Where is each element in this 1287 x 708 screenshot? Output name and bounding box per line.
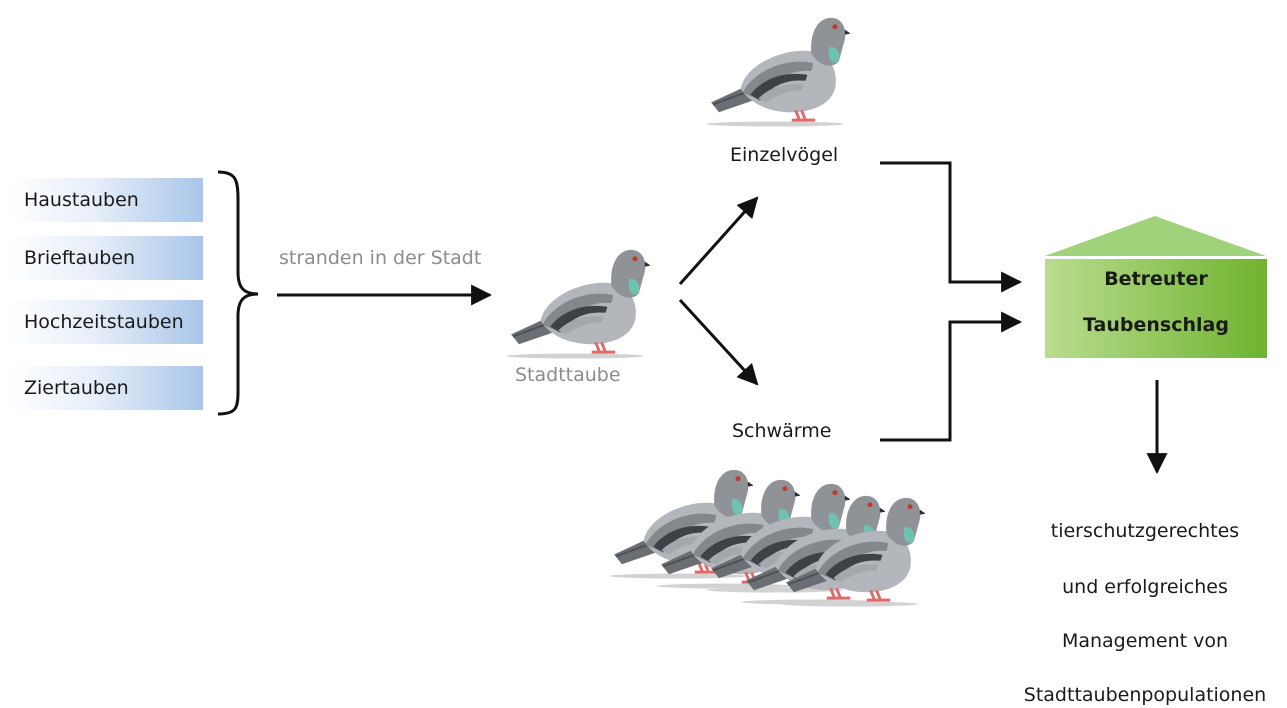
result-line-4: Stadttaubenpopulationen xyxy=(1023,684,1267,706)
arrow-label: stranden in der Stadt xyxy=(279,247,482,269)
source-box-ziertauben: Ziertauben xyxy=(8,366,203,410)
source-box-haustauben: Haustauben xyxy=(8,178,203,222)
house-roof xyxy=(1045,216,1266,256)
source-label: Hochzeitstauben xyxy=(24,311,184,333)
curly-brace xyxy=(217,170,259,416)
source-label: Ziertauben xyxy=(24,377,129,399)
connector-einzelvoegel-house xyxy=(880,161,1023,293)
pigeon-flock-icon-5 xyxy=(775,490,925,608)
result-line-3: Management von xyxy=(1061,630,1229,652)
source-box-brieftauben: Brieftauben xyxy=(8,236,203,280)
center-label: Stadttaube xyxy=(515,364,621,386)
result-line-1: tierschutzgerechtes xyxy=(1050,520,1240,542)
arrow-to-schwaerme xyxy=(678,298,759,386)
target-line1: Betreuter xyxy=(1104,268,1208,290)
result-line-2: und erfolgreiches xyxy=(1062,576,1228,598)
pigeon-einzel-icon xyxy=(700,10,850,128)
house-body xyxy=(1045,259,1267,358)
pigeon-stadttaube-icon xyxy=(500,242,650,360)
branch-bottom-label: Schwärme xyxy=(732,420,832,442)
arrow-to-einzelvoegel xyxy=(678,196,759,286)
branch-top-label: Einzelvögel xyxy=(730,144,839,166)
source-label: Haustauben xyxy=(24,189,139,211)
target-line2: Taubenschlag xyxy=(1083,314,1229,336)
source-box-hochzeitstauben: Hochzeitstauben xyxy=(8,300,203,344)
source-label: Brieftauben xyxy=(24,247,136,269)
connector-schwaerme-house xyxy=(880,311,1023,442)
